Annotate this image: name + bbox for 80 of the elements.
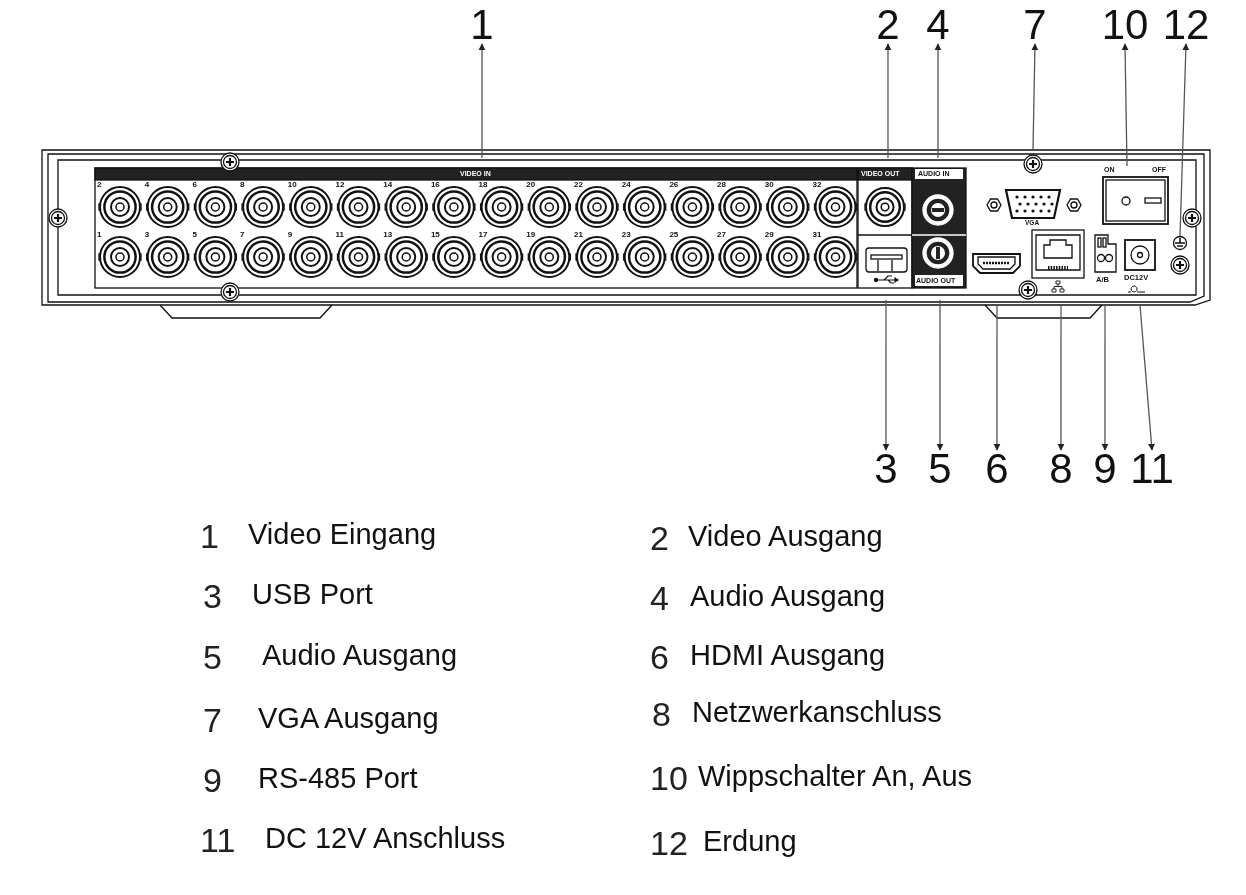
leader-line <box>1031 43 1039 151</box>
callout-number: 11 <box>200 823 236 857</box>
leader-line <box>934 43 942 159</box>
panel-label: 17 <box>478 231 488 239</box>
leader-line <box>1121 43 1129 167</box>
panel-label: 5 <box>192 231 197 239</box>
part-description: RS-485 Port <box>258 764 418 793</box>
panel-label: 9 <box>287 231 293 239</box>
panel-label: 29 <box>764 231 774 239</box>
panel-label: 6 <box>192 181 197 189</box>
callout-number: 8 <box>1049 448 1073 490</box>
callout-number: 3 <box>874 448 898 490</box>
panel-label: 22 <box>574 181 583 189</box>
part-description: USB Port <box>252 580 373 609</box>
panel-label: 10 <box>287 181 297 189</box>
callout-number: 9 <box>203 763 222 797</box>
leader-line <box>1101 304 1109 451</box>
callout-number: 1 <box>470 4 494 46</box>
callout-number: 12 <box>650 826 688 860</box>
panel-label: 23 <box>621 231 631 239</box>
panel-label: 7 <box>240 231 245 239</box>
leader-line <box>1139 304 1155 451</box>
leader-line <box>884 43 892 159</box>
part-description: Audio Ausgang <box>690 582 886 611</box>
panel-label: 14 <box>383 181 393 189</box>
callout-number: 7 <box>1023 4 1047 46</box>
callout-number: 7 <box>203 703 222 737</box>
panel-label: 26 <box>669 181 679 189</box>
callout-number: 5 <box>928 448 952 490</box>
part-description: Wippschalter An, Aus <box>698 762 973 791</box>
callout-number: 6 <box>650 640 669 674</box>
callout-number: 2 <box>650 521 669 555</box>
panel-label: 21 <box>574 231 583 239</box>
part-description: DC 12V Anschluss <box>265 824 506 853</box>
leader-line <box>478 43 486 159</box>
callout-number: 9 <box>1093 448 1117 490</box>
panel-label: 4 <box>144 181 150 189</box>
panel-label: 12 <box>335 181 345 189</box>
part-description: Erdung <box>703 827 797 856</box>
leader-line <box>1179 43 1190 237</box>
part-description: Netzwerkanschluss <box>692 698 942 727</box>
panel-label: 8 <box>240 181 245 189</box>
panel-label: 3 <box>144 231 150 239</box>
callout-number: 10 <box>1101 4 1149 46</box>
callout-number: 8 <box>652 697 671 731</box>
panel-label: 13 <box>383 231 393 239</box>
panel-label: 18 <box>478 181 488 189</box>
part-description: Video Eingang <box>248 520 437 549</box>
callout-number: 12 <box>1162 4 1210 46</box>
callout-number: 10 <box>650 761 688 795</box>
callout-number: 2 <box>876 4 900 46</box>
panel-label: 19 <box>526 231 536 239</box>
part-description: HDMI Ausgang <box>690 641 886 670</box>
callout-number: 4 <box>926 4 950 46</box>
panel-label: 15 <box>430 231 440 239</box>
leader-line <box>1057 304 1065 451</box>
leader-line <box>936 299 944 451</box>
part-description: Video Ausgang <box>688 522 883 551</box>
part-description: VGA Ausgang <box>258 704 439 733</box>
panel-label: 1 <box>97 231 102 239</box>
panel-label: 2 <box>97 181 102 189</box>
panel-label: 11 <box>335 231 344 239</box>
panel-label: 27 <box>717 231 726 239</box>
panel-label: 25 <box>669 231 679 239</box>
panel-label: 30 <box>764 181 774 189</box>
leader-line <box>882 299 890 451</box>
panel-label: 28 <box>717 181 726 189</box>
callout-number: 5 <box>203 640 222 674</box>
callout-number: 11 <box>1130 448 1174 490</box>
part-description: Audio Ausgang <box>262 641 458 670</box>
leader-line <box>993 304 1001 451</box>
callout-number: 3 <box>203 579 222 613</box>
panel-label: 24 <box>621 181 631 189</box>
panel-label: 31 <box>812 231 822 239</box>
panel-label: 20 <box>526 181 536 189</box>
panel-label: 16 <box>430 181 440 189</box>
callout-number: 1 <box>200 519 219 553</box>
callout-number: 6 <box>985 448 1009 490</box>
panel-label: 32 <box>812 181 822 189</box>
callout-number: 4 <box>650 581 669 615</box>
